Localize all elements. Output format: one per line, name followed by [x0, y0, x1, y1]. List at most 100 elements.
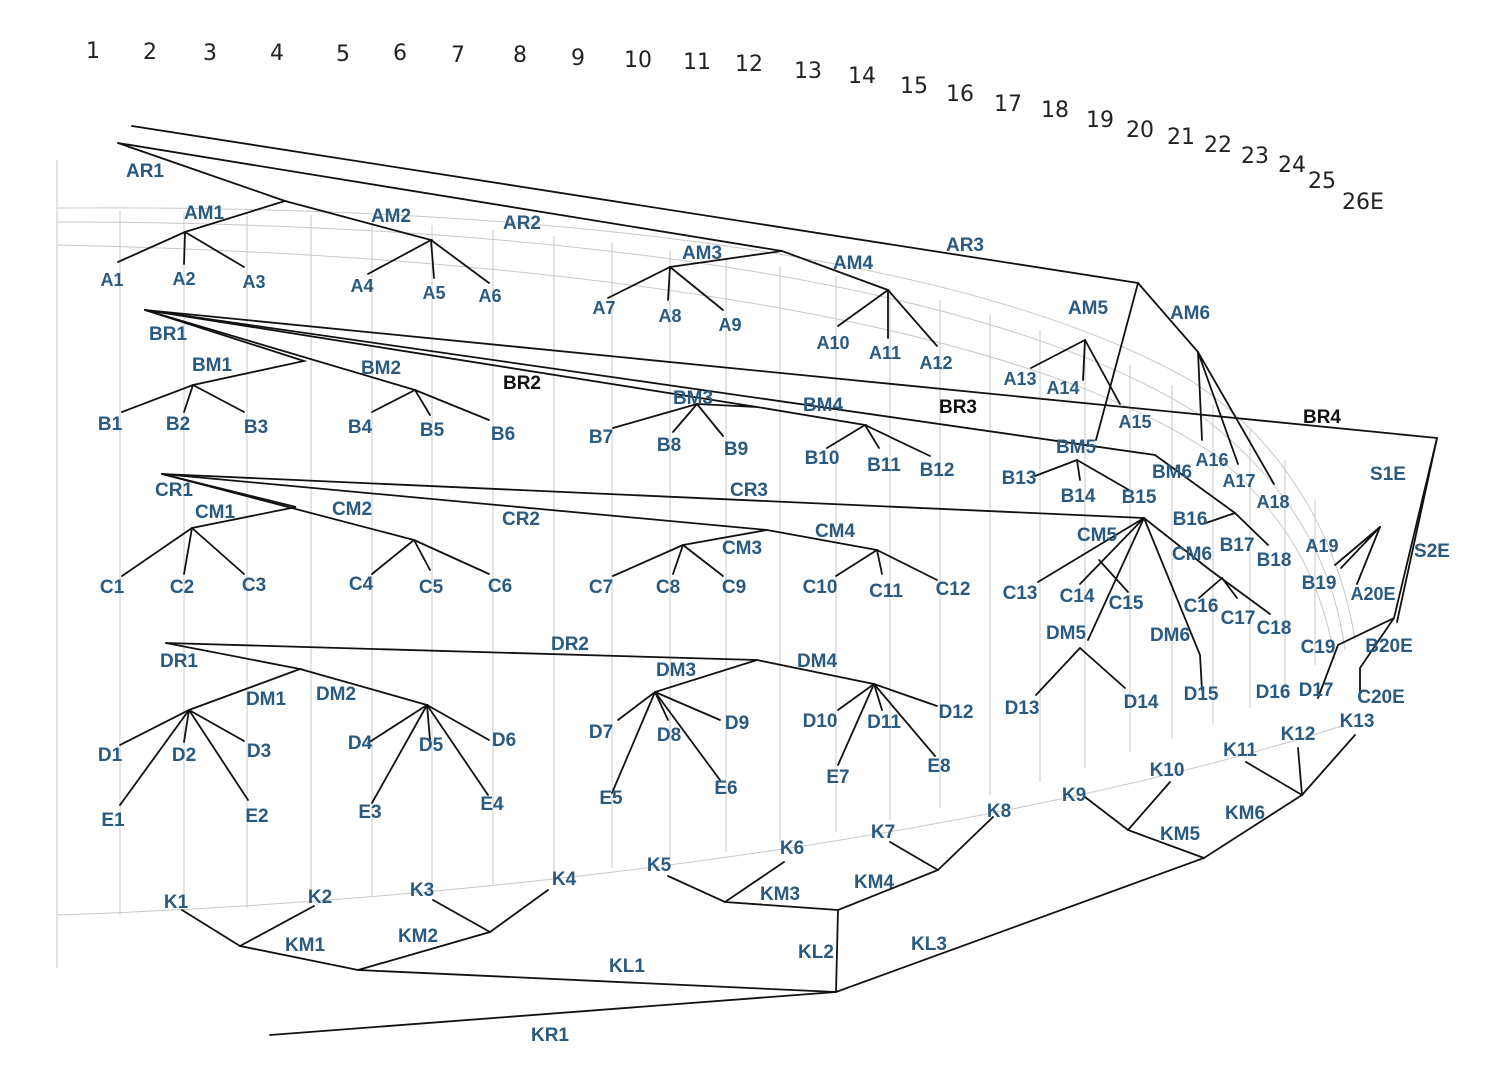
tree-line	[119, 709, 190, 806]
column-number: 25	[1308, 169, 1336, 194]
tree-line	[183, 709, 190, 743]
tree-line	[1198, 577, 1223, 599]
node-label-b17: B17	[1220, 535, 1255, 556]
tree-line	[1082, 339, 1086, 381]
node-label-a5: A5	[422, 283, 445, 303]
tree-line	[371, 704, 428, 804]
node-label-a8: A8	[658, 306, 681, 326]
tree-line	[188, 709, 249, 801]
node-label-d6: D6	[492, 730, 516, 751]
tree-line	[1037, 517, 1145, 583]
node-label-am5: AM5	[1068, 298, 1109, 319]
tree-line	[667, 266, 671, 301]
tree-line	[121, 309, 308, 413]
node-label-bm6: BM6	[1152, 462, 1192, 483]
grid-curve	[56, 207, 1356, 641]
tree-line	[837, 683, 875, 711]
tree-line	[426, 704, 431, 741]
tree-line	[1098, 559, 1129, 593]
tree-line	[413, 539, 490, 575]
node-label-b13: B13	[1002, 468, 1037, 489]
tree-line	[864, 424, 880, 449]
column-number: 24	[1278, 153, 1306, 178]
node-label-cm3: CM3	[722, 538, 762, 559]
tree-line	[1076, 459, 1130, 491]
node-label-cm2: CM2	[332, 499, 372, 520]
node-label-a16: A16	[1195, 450, 1228, 470]
node-label-k1: K1	[164, 892, 189, 913]
node-label-d17: D17	[1299, 680, 1334, 701]
node-label-am6: AM6	[1170, 303, 1210, 324]
node-label-b6: B6	[491, 424, 515, 445]
node-label-a1: A1	[100, 270, 123, 290]
tree-line	[430, 239, 435, 279]
tree-line	[864, 424, 931, 457]
node-label-a20e: A20E	[1350, 584, 1395, 604]
tree-line	[144, 309, 1439, 623]
node-label-c9: C9	[722, 577, 746, 598]
tree-line	[1079, 517, 1145, 585]
node-label-c11: C11	[869, 581, 903, 602]
node-label-d7: D7	[589, 722, 613, 743]
tree-line	[299, 668, 430, 744]
node-label-d3: D3	[247, 741, 271, 762]
tree-line	[161, 473, 416, 575]
node-label-s2e: S2E	[1414, 541, 1450, 562]
node-label-e4: E4	[480, 794, 504, 815]
node-label-c13: C13	[1003, 583, 1038, 604]
node-label-s1e: S1E	[1370, 464, 1406, 485]
node-label-d12: D12	[939, 702, 974, 723]
tree-line	[1234, 512, 1269, 546]
tree-line	[432, 899, 491, 933]
node-label-d4: D4	[348, 733, 373, 754]
node-label-k5: K5	[647, 855, 672, 876]
node-label-c8: C8	[656, 577, 680, 598]
node-label-c19: C19	[1301, 637, 1336, 658]
node-label-br4: BR4	[1303, 407, 1341, 428]
node-label-b8: B8	[657, 435, 681, 456]
node-label-dm5: DM5	[1046, 623, 1087, 644]
tree-line	[192, 384, 245, 413]
column-number: 3	[203, 41, 217, 66]
node-label-d8: D8	[657, 725, 681, 746]
node-label-br3: BR3	[939, 397, 977, 418]
column-number: 1	[86, 39, 100, 64]
node-label-bm1: BM1	[192, 355, 233, 376]
tree-line	[876, 549, 938, 581]
node-label-b14: B14	[1061, 486, 1096, 507]
tree-line	[1030, 339, 1086, 369]
node-label-d15: D15	[1184, 684, 1219, 705]
node-label-b3: B3	[244, 417, 268, 438]
node-label-ar3: AR3	[946, 235, 984, 256]
node-label-d5: D5	[419, 735, 444, 756]
node-label-c10: C10	[803, 577, 838, 598]
node-label-d9: D9	[725, 713, 749, 734]
tree-line	[672, 403, 698, 433]
node-label-a9: A9	[718, 315, 741, 335]
node-label-k3: K3	[410, 880, 434, 901]
node-label-cr1: CR1	[155, 480, 193, 501]
tree-line	[414, 389, 431, 416]
tree-line	[1359, 617, 1395, 694]
node-label-b7: B7	[589, 427, 613, 448]
column-number: 22	[1204, 133, 1232, 158]
tree-line	[1202, 512, 1236, 525]
node-label-bm5: BM5	[1056, 437, 1097, 458]
node-label-k10: K10	[1150, 760, 1185, 781]
node-label-br1: BR1	[149, 324, 187, 345]
tree-line	[183, 384, 194, 413]
node-label-c4: C4	[349, 574, 374, 595]
node-label-k7: K7	[871, 822, 895, 843]
node-label-kr1: KR1	[531, 1025, 569, 1046]
node-label-a6: A6	[478, 286, 501, 306]
node-label-d11: D11	[867, 712, 901, 733]
tree-line	[426, 704, 489, 796]
column-number: 17	[994, 92, 1022, 117]
tree-line	[1076, 459, 1081, 481]
tree-line	[835, 816, 994, 993]
node-label-b15: B15	[1122, 487, 1157, 508]
node-label-b19: B19	[1302, 573, 1337, 594]
node-label-a14: A14	[1046, 378, 1079, 398]
tree-line	[654, 691, 721, 721]
